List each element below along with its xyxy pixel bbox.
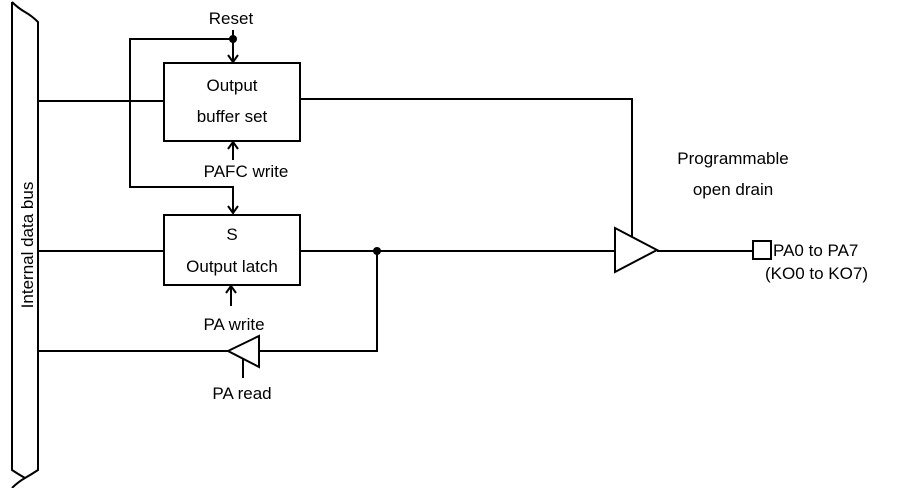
pa-write-label: PA write — [203, 315, 264, 334]
pin-label-line1: PA0 to PA7 — [773, 241, 858, 260]
pa-write-arrow — [225, 284, 237, 294]
latch-s-arrow — [227, 205, 239, 215]
buffer-set-to-driver-wire — [300, 98, 633, 243]
pa-read-label: PA read — [212, 384, 271, 403]
read-feedback-wire — [259, 251, 378, 352]
programmable-label-line1: Programmable — [677, 149, 789, 168]
output-buffer-set-box — [163, 62, 301, 142]
pin-label-line2: (KO0 to KO7) — [765, 264, 868, 283]
reset-label: Reset — [209, 9, 254, 28]
pafc-write-label: PAFC write — [204, 162, 289, 181]
pafc-write-arrow — [227, 140, 239, 150]
internal-data-bus — [11, 1, 39, 488]
programmable-label-line2: open drain — [693, 180, 773, 199]
output-latch-label: Output latch — [186, 257, 278, 276]
output-buffer-set-line1: Output — [206, 76, 257, 95]
pin-terminal — [752, 240, 772, 260]
reset-feed-wire — [129, 38, 234, 213]
bus-label: Internal data bus — [18, 182, 37, 309]
output-buffer-set-line2: buffer set — [197, 107, 268, 126]
open-drain-driver-triangle — [614, 226, 660, 274]
latch-s-label: S — [226, 225, 237, 244]
